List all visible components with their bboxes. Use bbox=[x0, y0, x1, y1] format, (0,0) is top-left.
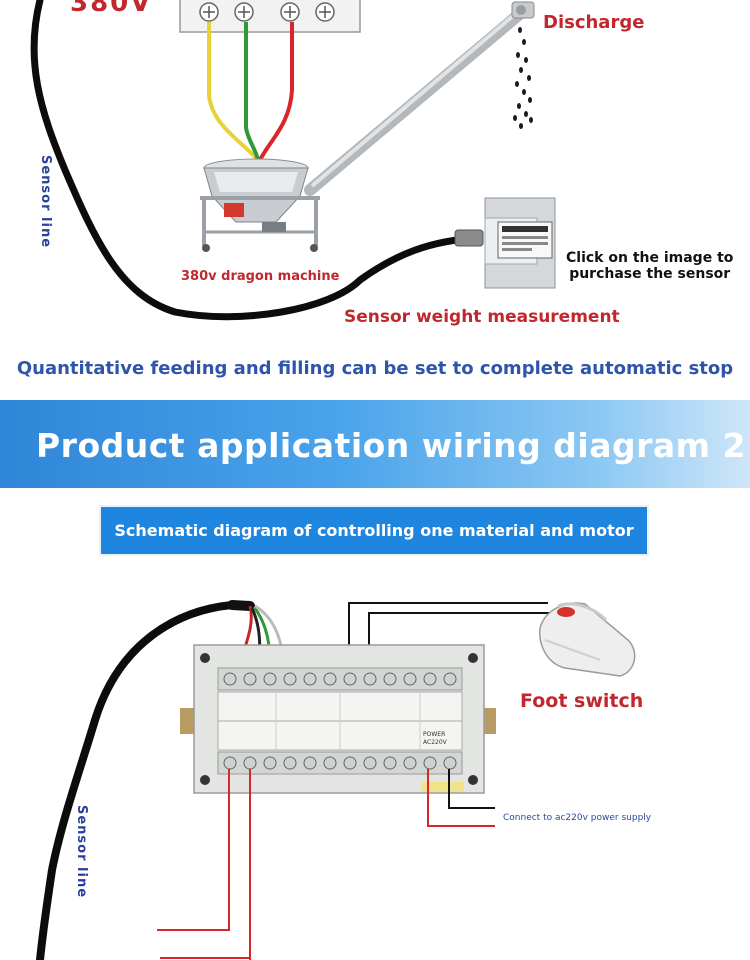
weight-measurement-label: Sensor weight measurement bbox=[344, 307, 620, 327]
sub-banner-title: Schematic diagram of controlling one mat… bbox=[114, 521, 634, 591]
power-voltage-label: 380V bbox=[70, 0, 153, 18]
discharge-granules bbox=[513, 27, 533, 129]
load-cell-sensor bbox=[484, 197, 556, 289]
power-wire-red bbox=[427, 769, 495, 827]
sensor-line-label-top: Sensor line bbox=[38, 155, 53, 249]
controller-power-text: POWER bbox=[423, 731, 446, 738]
controller-ac-text: AC220V bbox=[423, 739, 447, 746]
terminal-row-bottom bbox=[223, 756, 457, 770]
top-diagram bbox=[30, 0, 556, 321]
machine-label: 380v dragon machine bbox=[181, 269, 340, 284]
output-wire-1 bbox=[157, 769, 230, 931]
purchase-sensor-link[interactable]: Click on the image to purchase the senso… bbox=[566, 250, 733, 282]
dragon-machine bbox=[200, 158, 320, 252]
terminal-row-top bbox=[223, 672, 457, 686]
purchase-sensor-line2: purchase the sensor bbox=[569, 266, 731, 282]
controller-box bbox=[180, 644, 496, 794]
section-title: Product application wiring diagram 2 bbox=[36, 426, 746, 465]
bottom-diagram bbox=[36, 600, 636, 960]
yellow-wire bbox=[207, 22, 260, 162]
foot-switch-pedal bbox=[539, 602, 636, 677]
screw-conveyor bbox=[304, 1, 535, 196]
purchase-sensor-line1: Click on the image to bbox=[566, 250, 734, 266]
sensor-cable-top bbox=[30, 0, 484, 321]
power-wire-black bbox=[448, 769, 495, 809]
feeding-note: Quantitative feeding and filling can be … bbox=[16, 358, 734, 379]
sensor-cable-bottom bbox=[36, 601, 236, 960]
power-supply-note: Connect to ac220v power supply bbox=[503, 813, 652, 823]
sensor-line-label-bottom: Sensor line bbox=[74, 805, 89, 899]
sub-banner bbox=[99, 505, 649, 556]
green-wire bbox=[244, 22, 260, 161]
discharge-label: Discharge bbox=[543, 12, 645, 33]
red-wire bbox=[258, 22, 294, 161]
section-banner bbox=[0, 400, 750, 488]
foot-switch-label: Foot switch bbox=[520, 690, 644, 712]
